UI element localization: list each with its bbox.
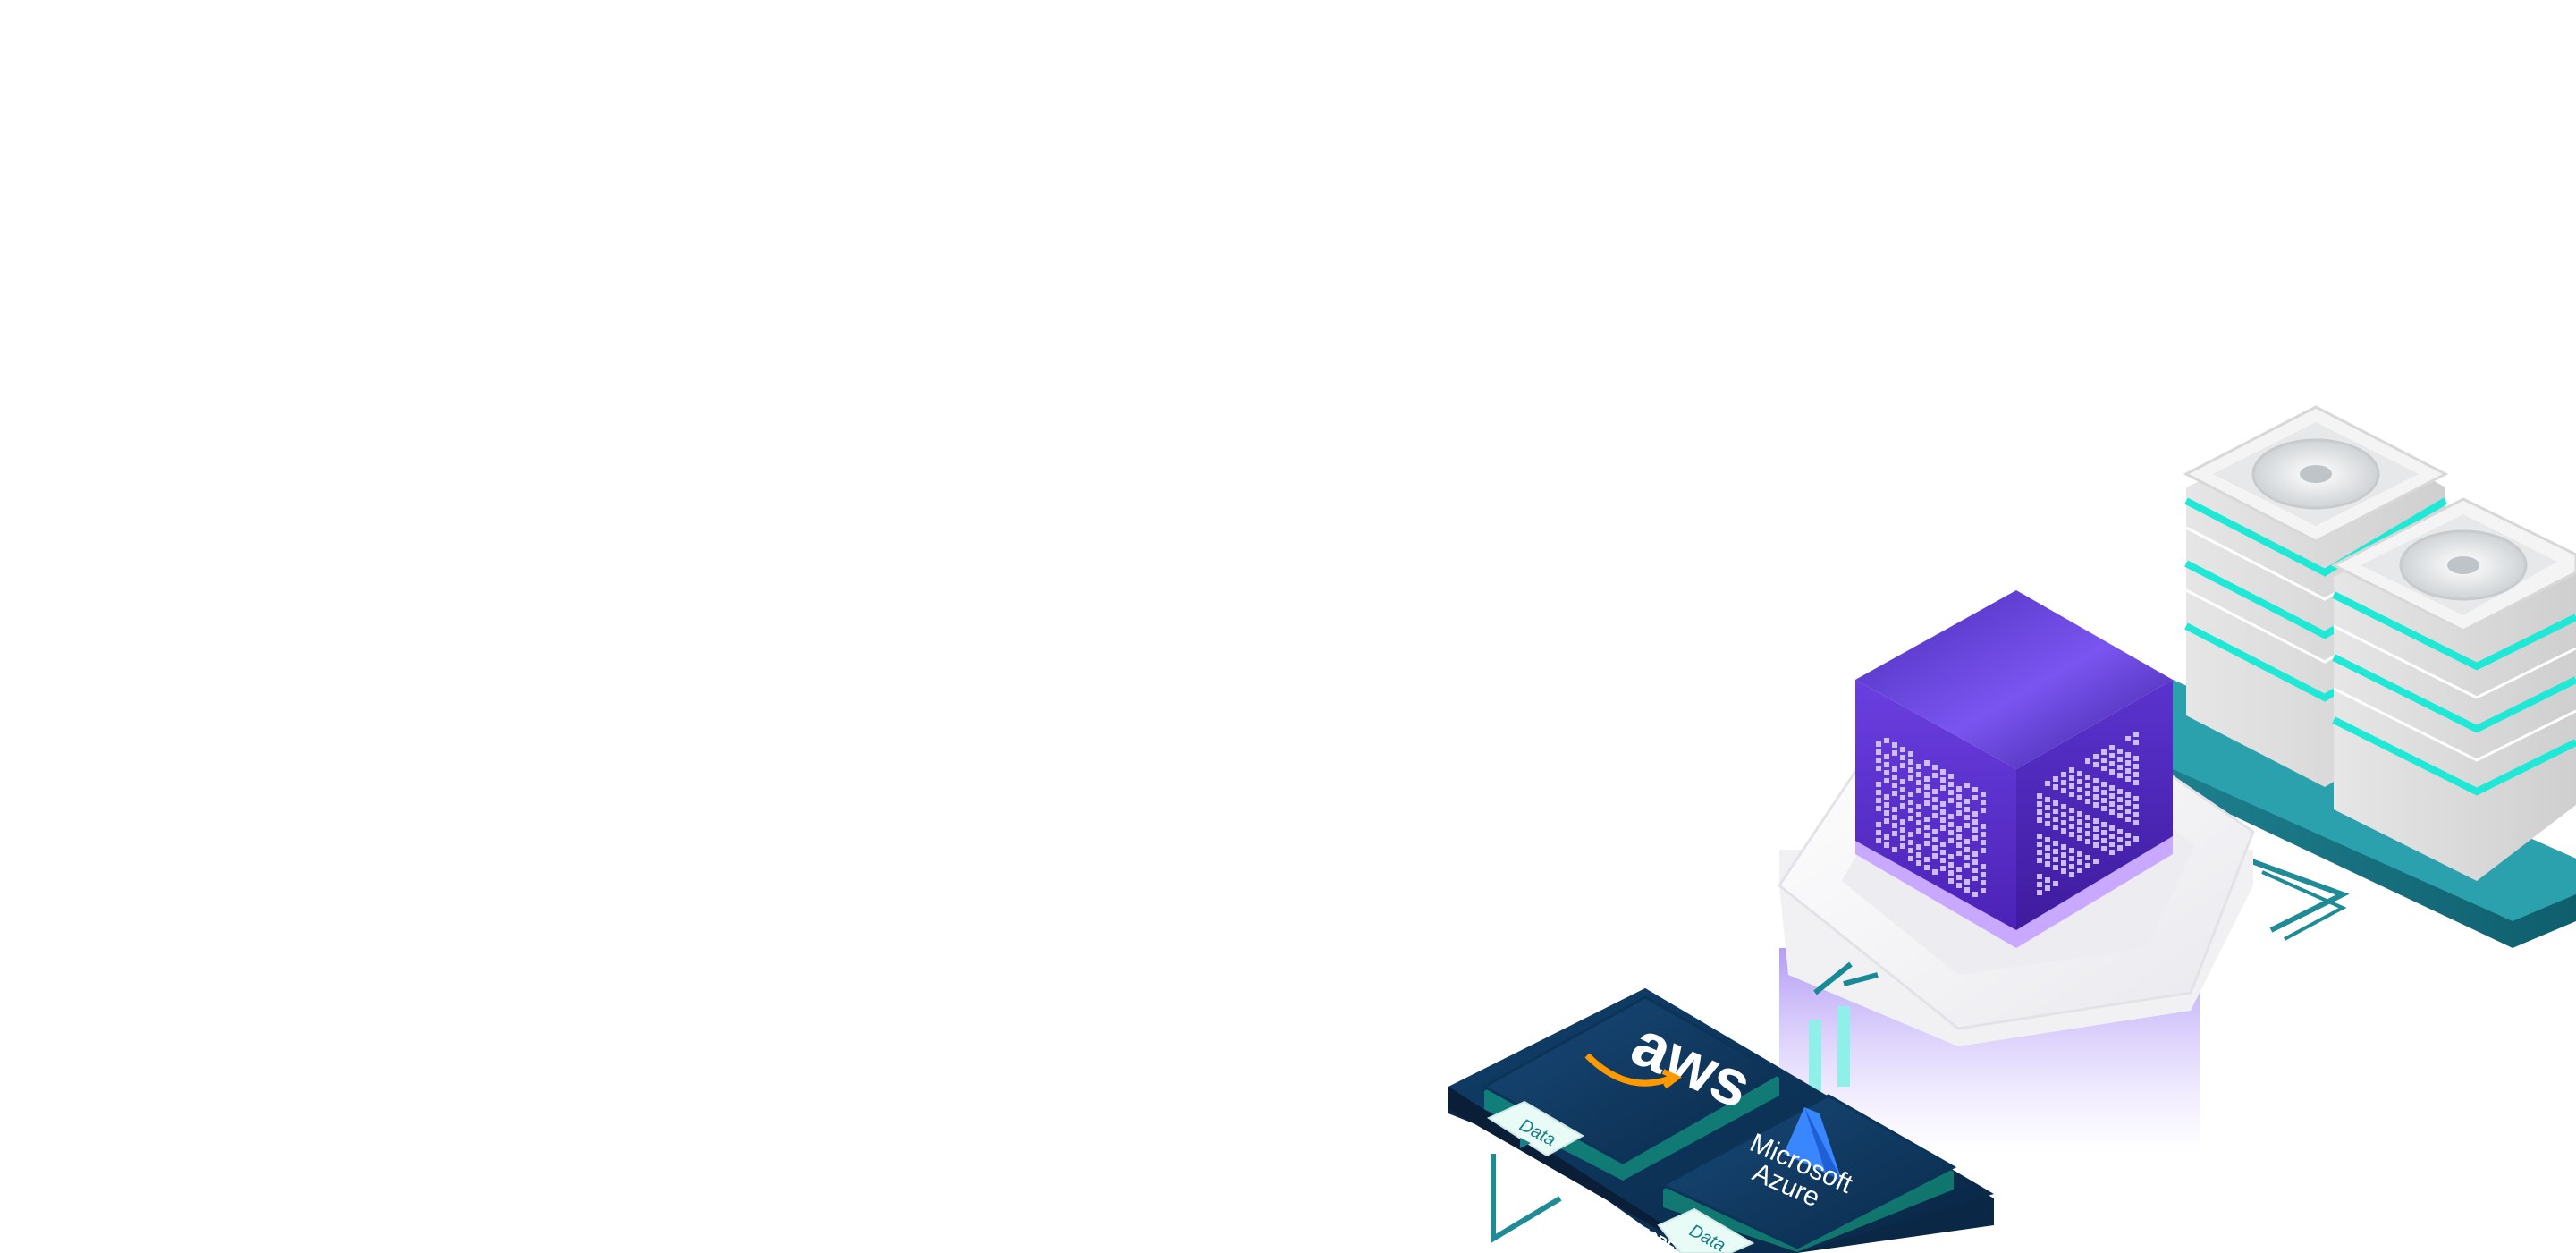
pixel-pattern-left	[1876, 738, 1986, 897]
azure-tile: Microsoft Azure	[1660, 1094, 1957, 1252]
server-racks	[2173, 405, 2576, 948]
pixel-pattern-right	[2037, 732, 2139, 895]
aws-smile-icon	[1584, 1053, 1674, 1087]
server-rack-2	[2330, 497, 2576, 881]
compute-cube	[1855, 590, 2173, 948]
cloud-platform: aws Microsoft Azure Data Data servicenow…	[1448, 988, 1994, 1253]
data-tag-aws: Data	[1486, 1100, 1585, 1157]
data-tag-azure: Data	[1657, 1207, 1755, 1253]
